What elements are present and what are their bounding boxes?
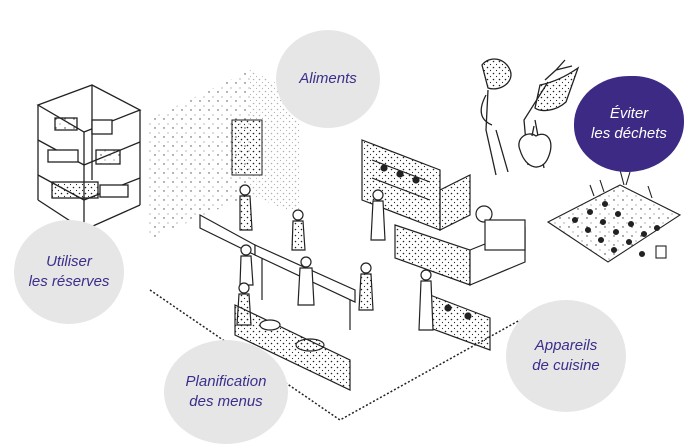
aliments-label: Aliments <box>299 70 357 87</box>
planification-menus-bubble[interactable]: Planification des menus <box>164 340 288 444</box>
utiliser-reserves-label: Utiliser les réserves <box>28 253 110 290</box>
room-illustration <box>148 70 521 421</box>
appareils-cuisine-label: Appareils de cuisine <box>532 337 600 374</box>
utiliser-reserves-bubble[interactable]: Utiliser les réserves <box>14 220 124 324</box>
garden-bed-illustration <box>546 169 682 263</box>
eviter-dechets-label: Éviter les déchets <box>591 105 667 142</box>
stove-illustration <box>394 219 526 351</box>
shelf-illustration <box>36 84 142 231</box>
chef-figure <box>236 184 434 331</box>
appareils-cuisine-bubble[interactable]: Appareils de cuisine <box>506 300 626 412</box>
eviter-dechets-bubble[interactable]: Éviter les déchets <box>574 76 684 172</box>
aliments-bubble[interactable]: Aliments <box>276 30 380 128</box>
vegetable-characters-illustration <box>480 58 580 176</box>
planification-menus-label: Planification des menus <box>185 373 267 410</box>
